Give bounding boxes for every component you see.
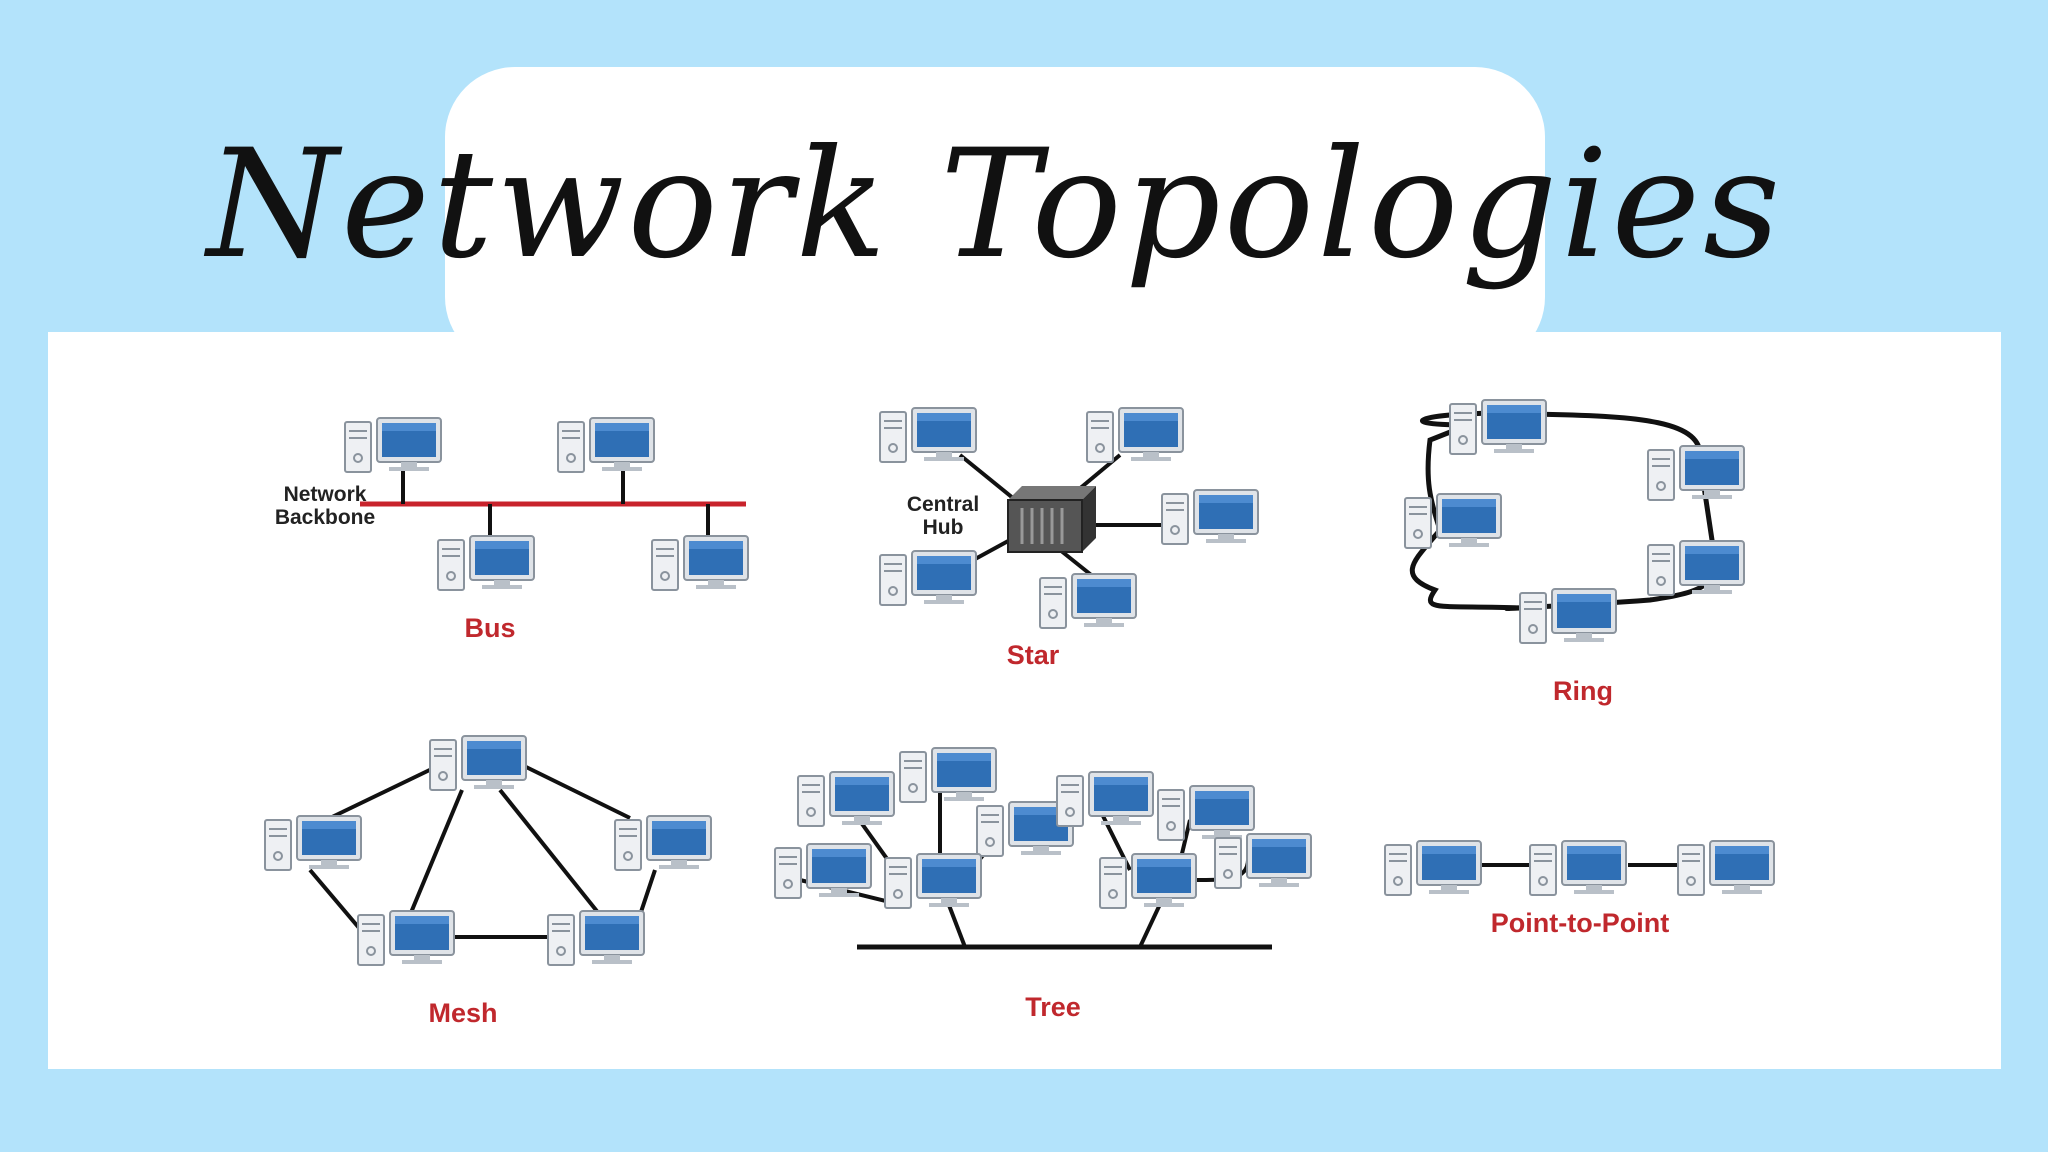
ring-label: Ring [1553,676,1613,706]
computer-icon [344,417,442,473]
hub-label-line1: Central [907,493,979,516]
star-label: Star [1007,640,1060,670]
bus-topology: Network Backbone Bus [275,417,749,643]
computer-icon [797,771,895,827]
computer-icon [429,735,527,791]
computer-icon [879,550,977,606]
computer-icon [1099,853,1197,909]
computer-icon [1086,407,1184,463]
computer-icon [1161,489,1259,545]
hub-label-line2: Hub [923,516,964,539]
computer-icon [1519,588,1617,644]
computer-icon [547,910,645,966]
tree-label: Tree [1025,992,1081,1022]
computer-icon [774,843,872,899]
computer-icon [1677,840,1775,896]
point-to-point-topology: Point-to-Point [1384,840,1775,938]
computer-icon [1647,540,1745,596]
computer-icon [1449,399,1547,455]
ring-topology: Ring [1404,399,1745,706]
computer-icon [1647,445,1745,501]
computer-icon [1039,573,1137,629]
title-card [445,67,1545,367]
computer-icon [884,853,982,909]
backbone-label-line1: Network [284,483,367,506]
computer-icon [1529,840,1627,896]
point-to-point-label: Point-to-Point [1491,908,1669,938]
computer-icon [1157,785,1255,841]
computer-icon [264,815,362,871]
tree-topology: Tree [774,747,1312,1022]
computer-icon [614,815,712,871]
computer-icon [1384,840,1482,896]
page-title: Network Topologies [206,118,1784,292]
computer-icon [1214,833,1312,889]
computer-icon [437,535,535,591]
computer-icon [899,747,997,803]
central-hub-icon [1007,486,1096,553]
star-topology: Central Hub Star [879,407,1259,670]
mesh-label: Mesh [428,998,497,1028]
computer-icon [1404,493,1502,549]
computer-icon [651,535,749,591]
mesh-topology: Mesh [264,735,712,1028]
computer-icon [557,417,655,473]
backbone-label-line2: Backbone [275,506,375,529]
bus-label: Bus [464,613,515,643]
computer-icon [357,910,455,966]
